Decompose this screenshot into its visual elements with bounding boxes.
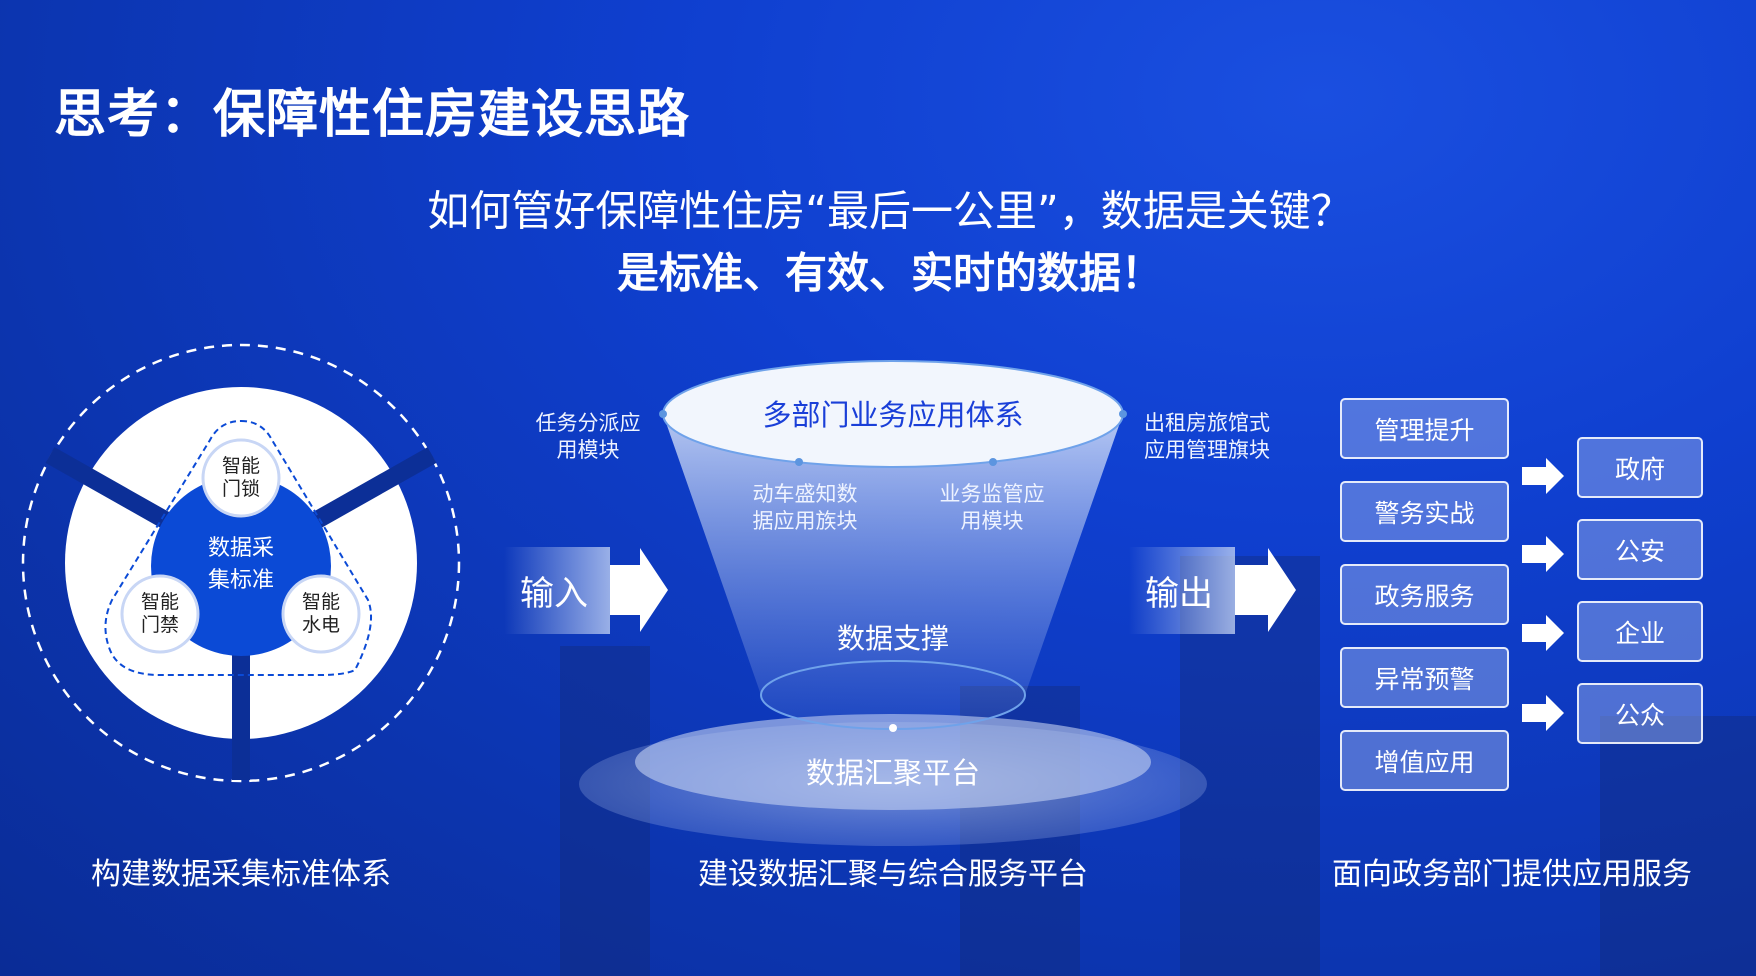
node-line: 水电 (301, 614, 341, 636)
city-silhouette (1600, 716, 1756, 976)
center-label: 数据采 集标准 (207, 536, 275, 593)
node-smart-utility: 智能水电 (302, 591, 340, 637)
dashed-triangle (104, 419, 372, 676)
label-line: 据应用族块 (752, 509, 858, 533)
label-line: 动车盛知数 (752, 482, 858, 506)
node-line: 门禁 (140, 614, 180, 636)
service-box: 政务服务 (1340, 564, 1509, 625)
inner-right-label: 业务监管应用模块 (940, 481, 1045, 535)
node-smart-lock: 智能门锁 (222, 455, 260, 501)
funnel-top-label: 多部门业务应用体系 (762, 398, 1024, 432)
question-text: 如何管好保障性住房“最后一公里”，数据是关键？ (427, 186, 1353, 236)
middle-caption: 建设数据汇聚与综合服务平台 (698, 857, 1088, 892)
target-box: 公安 (1577, 519, 1703, 580)
label-line: 出租房旅馆式 (1144, 411, 1270, 435)
service-box: 增值应用 (1340, 730, 1509, 791)
service-arrows (1522, 458, 1564, 731)
output-arrow-icon (1235, 548, 1296, 632)
target-box: 政府 (1577, 437, 1703, 498)
target-box: 公众 (1577, 683, 1703, 744)
node-line: 智能 (221, 455, 261, 477)
data-platform-label: 数据汇聚平台 (805, 756, 981, 790)
label-line: 应用管理旗块 (1144, 438, 1270, 462)
target-box: 企业 (1577, 601, 1703, 662)
node-line: 智能 (140, 591, 180, 613)
funnel-diagram (579, 360, 1207, 846)
service-box: 警务实战 (1340, 481, 1509, 542)
answer-text: 是标准、有效、实时的数据！ (616, 248, 1164, 298)
data-support-label: 数据支撑 (836, 622, 950, 655)
left-module-label: 任务分派应用模块 (536, 410, 641, 464)
right-caption: 面向政务部门提供应用服务 (1332, 857, 1692, 892)
service-box: 异常预警 (1340, 647, 1509, 708)
inner-left-label: 动车盛知数据应用族块 (753, 481, 858, 535)
right-module-label: 出租房旅馆式应用管理旗块 (1144, 410, 1270, 464)
left-caption: 构建数据采集标准体系 (91, 857, 391, 892)
node-line: 门锁 (221, 478, 261, 500)
page-title: 思考：保障性住房建设思路 (54, 85, 691, 145)
label-line: 业务监管应 (939, 482, 1045, 506)
label-line: 用模块 (960, 509, 1024, 533)
outer-dashed-ring (21, 343, 461, 783)
input-arrow-icon (610, 548, 668, 632)
service-box: 管理提升 (1340, 398, 1509, 459)
platform-inner (635, 714, 1151, 810)
data-collection-diagram (21, 343, 461, 783)
input-block: 输入 (504, 547, 610, 634)
label-line: 用模块 (556, 438, 620, 462)
output-block: 输出 (1129, 547, 1235, 634)
node-line: 智能 (301, 591, 341, 613)
funnel-cone (663, 414, 1123, 729)
label-line: 任务分派应 (535, 411, 641, 435)
node-smart-access: 智能门禁 (141, 591, 179, 637)
